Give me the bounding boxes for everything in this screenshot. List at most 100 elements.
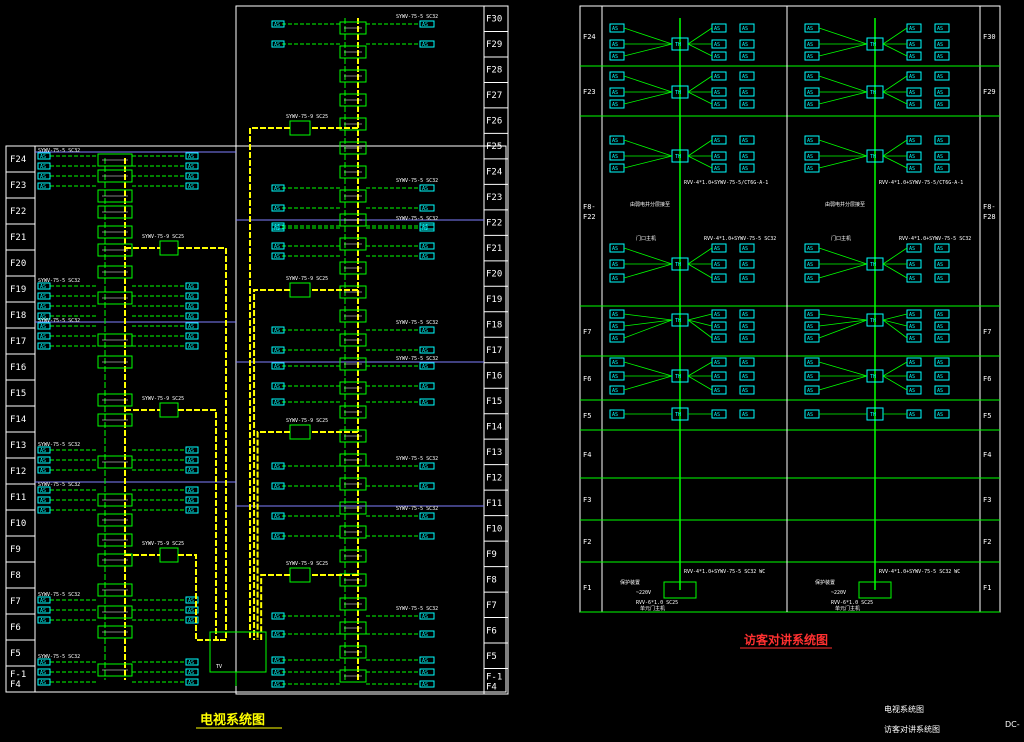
tap-box (339, 381, 367, 395)
branch-line (882, 91, 908, 105)
outlet-label: AS (40, 608, 46, 614)
outlet-box (271, 532, 285, 540)
legend-line-2: 访客对讲系统图 (884, 724, 940, 734)
riser-note: 由弱电井分层接至 (630, 201, 670, 208)
floor-label: F14 (10, 415, 26, 425)
outlet-label: AS (807, 262, 813, 268)
outlet-box (934, 371, 950, 381)
outlet-box (185, 182, 199, 190)
tap-box (339, 213, 367, 227)
branch-line (818, 91, 868, 105)
branch-line (687, 319, 713, 327)
outlet-box (37, 506, 51, 514)
outlet-box (934, 87, 950, 97)
outlet-box (419, 630, 435, 638)
legend-line-1: 电视系统图 (884, 704, 924, 714)
floor-label: F4 (583, 451, 591, 459)
outlet-label: AS (909, 154, 915, 160)
outlet-label: AS (807, 412, 813, 418)
floor-label: F9 (10, 545, 21, 555)
branch-line (882, 139, 908, 157)
tap-box (97, 553, 133, 567)
door-station-caption: 单元门主机 (835, 605, 860, 612)
outlet-label: AS (742, 42, 748, 48)
outlet-box (185, 596, 199, 604)
outlet-label: AS (40, 174, 46, 180)
outlet-box (419, 20, 435, 28)
outlet-label: AS (937, 360, 943, 366)
floor-label: F2 (983, 538, 991, 546)
outlet-label: AS (937, 374, 943, 380)
outlet-label: AS (937, 324, 943, 330)
outlet-label: AS (40, 448, 46, 454)
outlet-label: AS (188, 184, 194, 190)
outlet-label: AS (714, 54, 720, 60)
outlet-label: AS (937, 90, 943, 96)
feeder-line (253, 289, 290, 640)
splitter-box (159, 402, 179, 418)
outlet-label: AS (188, 598, 194, 604)
outlet-box (37, 292, 51, 300)
branch-line (818, 361, 868, 377)
outlet-box (37, 446, 51, 454)
floor-label: F18 (486, 321, 502, 331)
floor-label: F13 (486, 448, 502, 458)
outlet-label: AS (274, 670, 280, 676)
intercom-system-frame (579, 5, 1001, 613)
floor-label: F17 (10, 337, 26, 347)
floor-label: F5 (10, 649, 21, 659)
splitter-label: SYWV-75-9 SC25 (286, 561, 328, 567)
feeder-line (249, 127, 290, 640)
tap-box (97, 291, 133, 305)
outlet-label: AS (742, 360, 748, 366)
outlet-label: AS (714, 42, 720, 48)
outlet-label: AS (274, 464, 280, 470)
cable-label: RVV-4*1.0+SYWV-75-5 SC32 (899, 236, 971, 242)
outlet-label: AS (40, 468, 46, 474)
amplifier-label: TV (216, 664, 222, 670)
floor-label: F5 (983, 412, 991, 420)
splitter-box (289, 120, 311, 136)
cable-label: SYWV-75-5 SC32 (396, 356, 438, 362)
outlet-box (185, 162, 199, 170)
tv-system-frame (5, 5, 509, 695)
branch-line (687, 263, 713, 279)
outlet-box (739, 273, 755, 283)
outlet-label: AS (422, 244, 428, 250)
outlet-box (419, 204, 435, 212)
branch-line (818, 319, 868, 339)
branch-line (623, 139, 673, 157)
tap-box (97, 189, 133, 203)
outlet-label: AS (422, 484, 428, 490)
outlet-box (739, 163, 755, 173)
outlet-label: AS (40, 458, 46, 464)
cable-label: SYWV-75-5 SC32 (396, 456, 438, 462)
outlet-label: AS (742, 412, 748, 418)
outlet-label: AS (188, 334, 194, 340)
branch-line (818, 75, 868, 93)
outlet-box (185, 616, 199, 624)
protector-label: 保护装置 (815, 579, 835, 586)
branch-line (882, 155, 908, 169)
outlet-box (185, 506, 199, 514)
outlet-label: AS (188, 498, 194, 504)
branch-line (623, 27, 673, 45)
floor-label: F3 (983, 496, 991, 504)
floor-label: F14 (486, 422, 502, 432)
outlet-label: AS (274, 658, 280, 664)
outlet-box (37, 342, 51, 350)
branch-line (882, 27, 908, 45)
outlet-label: AS (909, 90, 915, 96)
floor-label: F8- (583, 203, 596, 211)
branch-line (882, 361, 908, 377)
floor-label: F1 (583, 584, 591, 592)
outlet-label: AS (714, 336, 720, 342)
cable-label: SYWV-75-5 SC32 (38, 278, 80, 284)
cable-label: SYWV-75-5 SC32 (38, 592, 80, 598)
outlet-label: AS (937, 246, 943, 252)
outlet-box (37, 322, 51, 330)
floor-label: F19 (10, 285, 26, 295)
outlet-box (271, 252, 285, 260)
outlet-label: AS (274, 514, 280, 520)
